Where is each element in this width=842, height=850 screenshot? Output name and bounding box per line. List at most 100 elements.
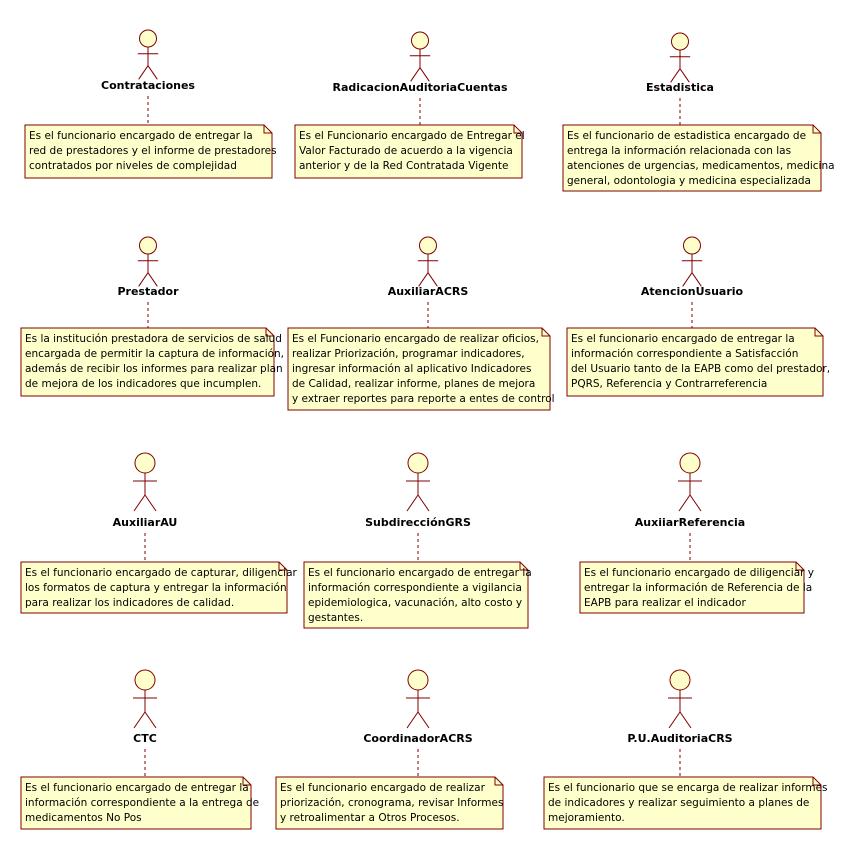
- actor-head: [407, 452, 429, 474]
- actor-left-leg: [138, 272, 149, 287]
- note-fold: [263, 125, 272, 134]
- note-line: de indicadores y realizar seguimiento a …: [548, 797, 809, 809]
- actor-name: Prestador: [117, 285, 179, 298]
- actor-head: [407, 669, 429, 691]
- actor-name: AuxiliarACRS: [388, 285, 469, 298]
- actor-name: AuxiiarReferencia: [635, 516, 745, 529]
- actor-icon: [681, 236, 703, 287]
- actor-name: Estadistica: [646, 81, 714, 94]
- actor-name: CoordinadorACRS: [363, 732, 472, 745]
- actor-left-leg: [418, 272, 429, 287]
- note-box: [562, 124, 822, 192]
- actor-right-leg: [417, 494, 430, 512]
- note-line: epidemiologica, vacunación, alto costo y: [308, 597, 522, 609]
- note-fold: [513, 125, 522, 134]
- actor-icon: [406, 669, 430, 729]
- note-line: de mejora de los indicadores que incumpl…: [25, 378, 261, 390]
- note-fold: [265, 328, 274, 337]
- note-box: [287, 327, 551, 411]
- note-line: Es el funcionario encargado de entregar …: [308, 567, 532, 579]
- note-line: encargada de permitir la captura de info…: [25, 348, 284, 360]
- note-line: entrega la información relacionada con l…: [567, 145, 791, 157]
- note-fold: [541, 328, 550, 337]
- note-line: para realizar los indicadores de calidad…: [25, 597, 234, 609]
- note-line: información correspondiente a la entrega…: [25, 797, 259, 809]
- note-line: y extraer reportes para reporte a entes …: [292, 393, 555, 405]
- note: Es el funcionario de estadistica encarga…: [562, 124, 835, 192]
- actor-name: P.U.AuditoriaCRS: [627, 732, 732, 745]
- note: Es el funcionario encargado de entregar …: [303, 561, 532, 629]
- actor-group: Contrataciones Es el funcionario encargad…: [24, 29, 277, 179]
- actor-name: AuxiliarAU: [113, 516, 178, 529]
- note-line: Valor Facturado de acuerdo a la vigencia: [299, 145, 513, 157]
- note-line: del Usuario tanto de la EAPB como del pr…: [571, 363, 830, 375]
- actor-left-leg: [410, 67, 421, 82]
- note-box: [24, 124, 273, 179]
- actor-icon: [137, 236, 159, 287]
- note-line: Es el Funcionario encargado de Entregar …: [299, 130, 525, 142]
- note: Es la institución prestadora de servicio…: [20, 327, 284, 397]
- actor-name: AtencionUsuario: [641, 285, 744, 298]
- actor-head: [139, 236, 157, 255]
- actor-icon: [137, 29, 159, 80]
- note-line: ingresar información al aplicativo Indic…: [292, 363, 531, 375]
- actor-group: Estadistica Es el funcionario de estadist…: [562, 32, 835, 192]
- actor-group: CoordinadorACRS Es el funcionario encarga…: [275, 669, 504, 830]
- actor-name: RadicacionAuditoriaCuentas: [332, 81, 507, 94]
- actor-group: P.U.AuditoriaCRS Es el funcionario que se…: [543, 669, 828, 830]
- note-fold: [242, 777, 251, 786]
- note-line: realizar Priorización, programar indicad…: [292, 348, 525, 360]
- actor-left-leg: [668, 711, 681, 729]
- actor-left-leg: [133, 494, 146, 512]
- actor-head: [419, 236, 437, 255]
- actor-left-leg: [406, 494, 419, 512]
- actor-left-leg: [670, 68, 681, 83]
- note-box: [579, 561, 805, 614]
- note-fold: [519, 562, 528, 571]
- actor-left-leg: [678, 494, 691, 512]
- actor-head: [683, 236, 701, 255]
- note-line: entregar la información de Referencia de…: [584, 582, 812, 594]
- note-line: general, odontologia y medicina especial…: [567, 175, 811, 187]
- actor-right-leg: [144, 494, 157, 512]
- actor-name: Contrataciones: [101, 79, 195, 92]
- actor-group: AuxiiarReferencia Es el funcionario encar…: [579, 452, 814, 614]
- note-line: los formatos de captura y entregar la in…: [25, 582, 287, 594]
- actor-head: [669, 669, 691, 691]
- actor-left-leg: [133, 711, 146, 729]
- note-line: PQRS, Referencia y Contrarreferencia: [571, 378, 767, 390]
- note-line: Es el funcionario que se encarga de real…: [548, 782, 828, 794]
- note-line: información correspondiente a vigilancia: [308, 582, 522, 594]
- note: Es el funcionario encargado de capturar,…: [20, 561, 298, 614]
- note-fold: [278, 562, 287, 571]
- actor-icon: [668, 669, 692, 729]
- actor-icon: [406, 452, 430, 512]
- note-box: [275, 776, 504, 830]
- actor-head: [671, 32, 689, 51]
- actor-right-leg: [679, 68, 690, 83]
- note-line: Es el funcionario encargado de entregar …: [571, 333, 795, 345]
- note-line: además de recibir los informes para real…: [25, 363, 283, 375]
- note-fold: [795, 562, 804, 571]
- actor-right-leg: [144, 711, 157, 729]
- note-fold: [812, 125, 821, 134]
- note-line: y retroalimentar a Otros Procesos.: [280, 812, 460, 824]
- note-box: [566, 327, 824, 397]
- actor-icon: [669, 32, 691, 83]
- note: Es el funcionario encargado de entregar …: [24, 124, 277, 179]
- note-line: Es el funcionario encargado de diligenci…: [584, 567, 814, 579]
- note-line: de Calidad, realizar informe, planes de …: [292, 378, 535, 390]
- note-box: [20, 327, 275, 397]
- note-line: Es la institución prestadora de servicio…: [25, 333, 282, 345]
- actor-group: AtencionUsuario Es el funcionario encarga…: [566, 236, 830, 397]
- note-line: medicamentos No Pos: [25, 812, 142, 824]
- actor-head: [134, 669, 156, 691]
- actor-right-leg: [679, 711, 692, 729]
- note-line: mejoramiento.: [548, 812, 625, 824]
- actor-left-leg: [682, 272, 693, 287]
- note-line: Es el funcionario encargado de realizar: [280, 782, 486, 794]
- note-box: [543, 776, 822, 830]
- note-line: información correspondiente a Satisfacci…: [571, 348, 798, 360]
